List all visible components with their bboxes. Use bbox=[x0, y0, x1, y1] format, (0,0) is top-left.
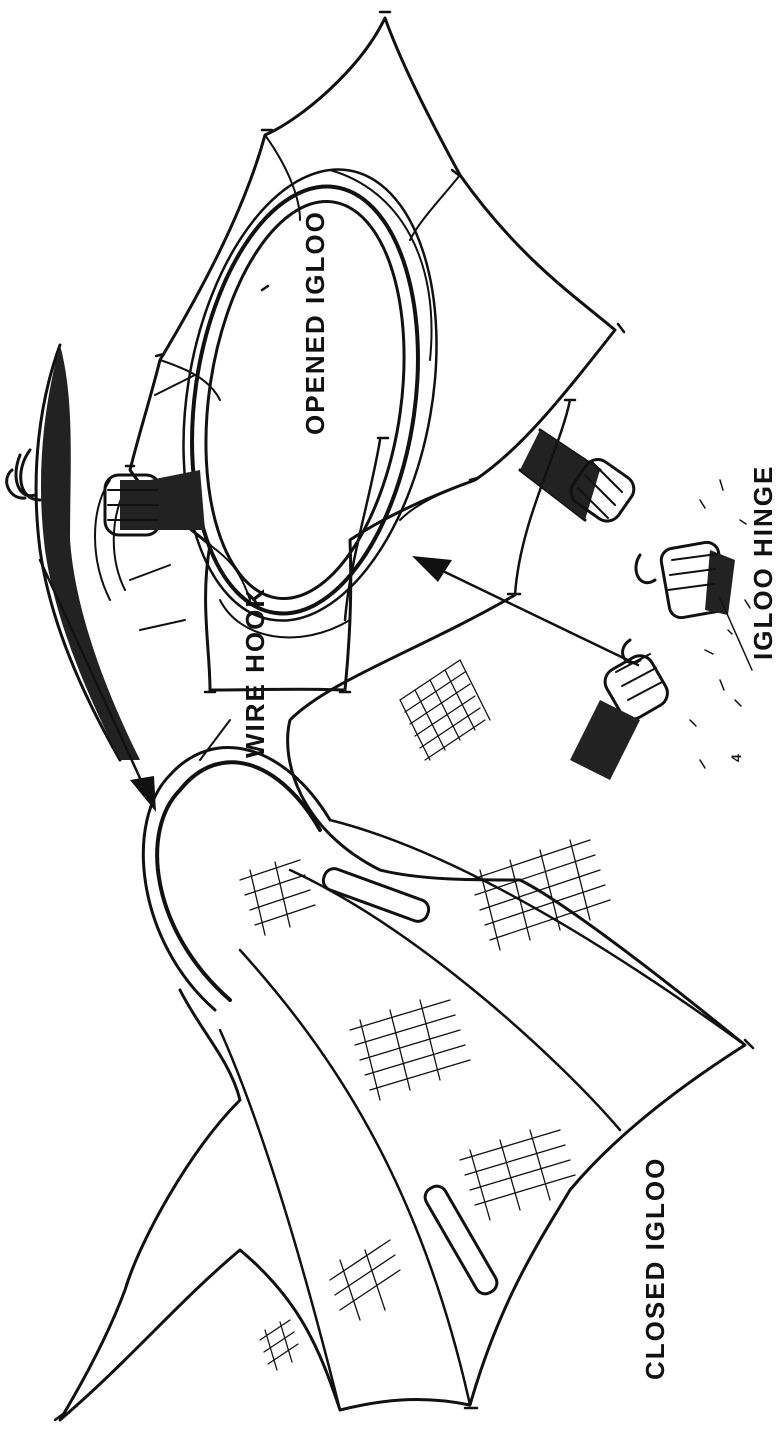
hinge-to-igloo-arrow bbox=[412, 556, 638, 665]
hook-to-igloo-arrow bbox=[40, 560, 156, 812]
igloo-hinge-drawing bbox=[520, 430, 752, 780]
opened-igloo-drawing bbox=[126, 12, 624, 692]
wire-hook-drawing bbox=[7, 345, 230, 760]
opened-igloo-label: OPENED IGLOO bbox=[300, 210, 331, 435]
wire-hook-label: WIRE HOOK bbox=[240, 587, 271, 758]
igloo-hinge-label: IGLOO HINGE bbox=[748, 465, 779, 660]
hinge-callout-number: 4 bbox=[728, 752, 744, 762]
closed-igloo-label: CLOSED IGLOO bbox=[640, 1157, 671, 1380]
